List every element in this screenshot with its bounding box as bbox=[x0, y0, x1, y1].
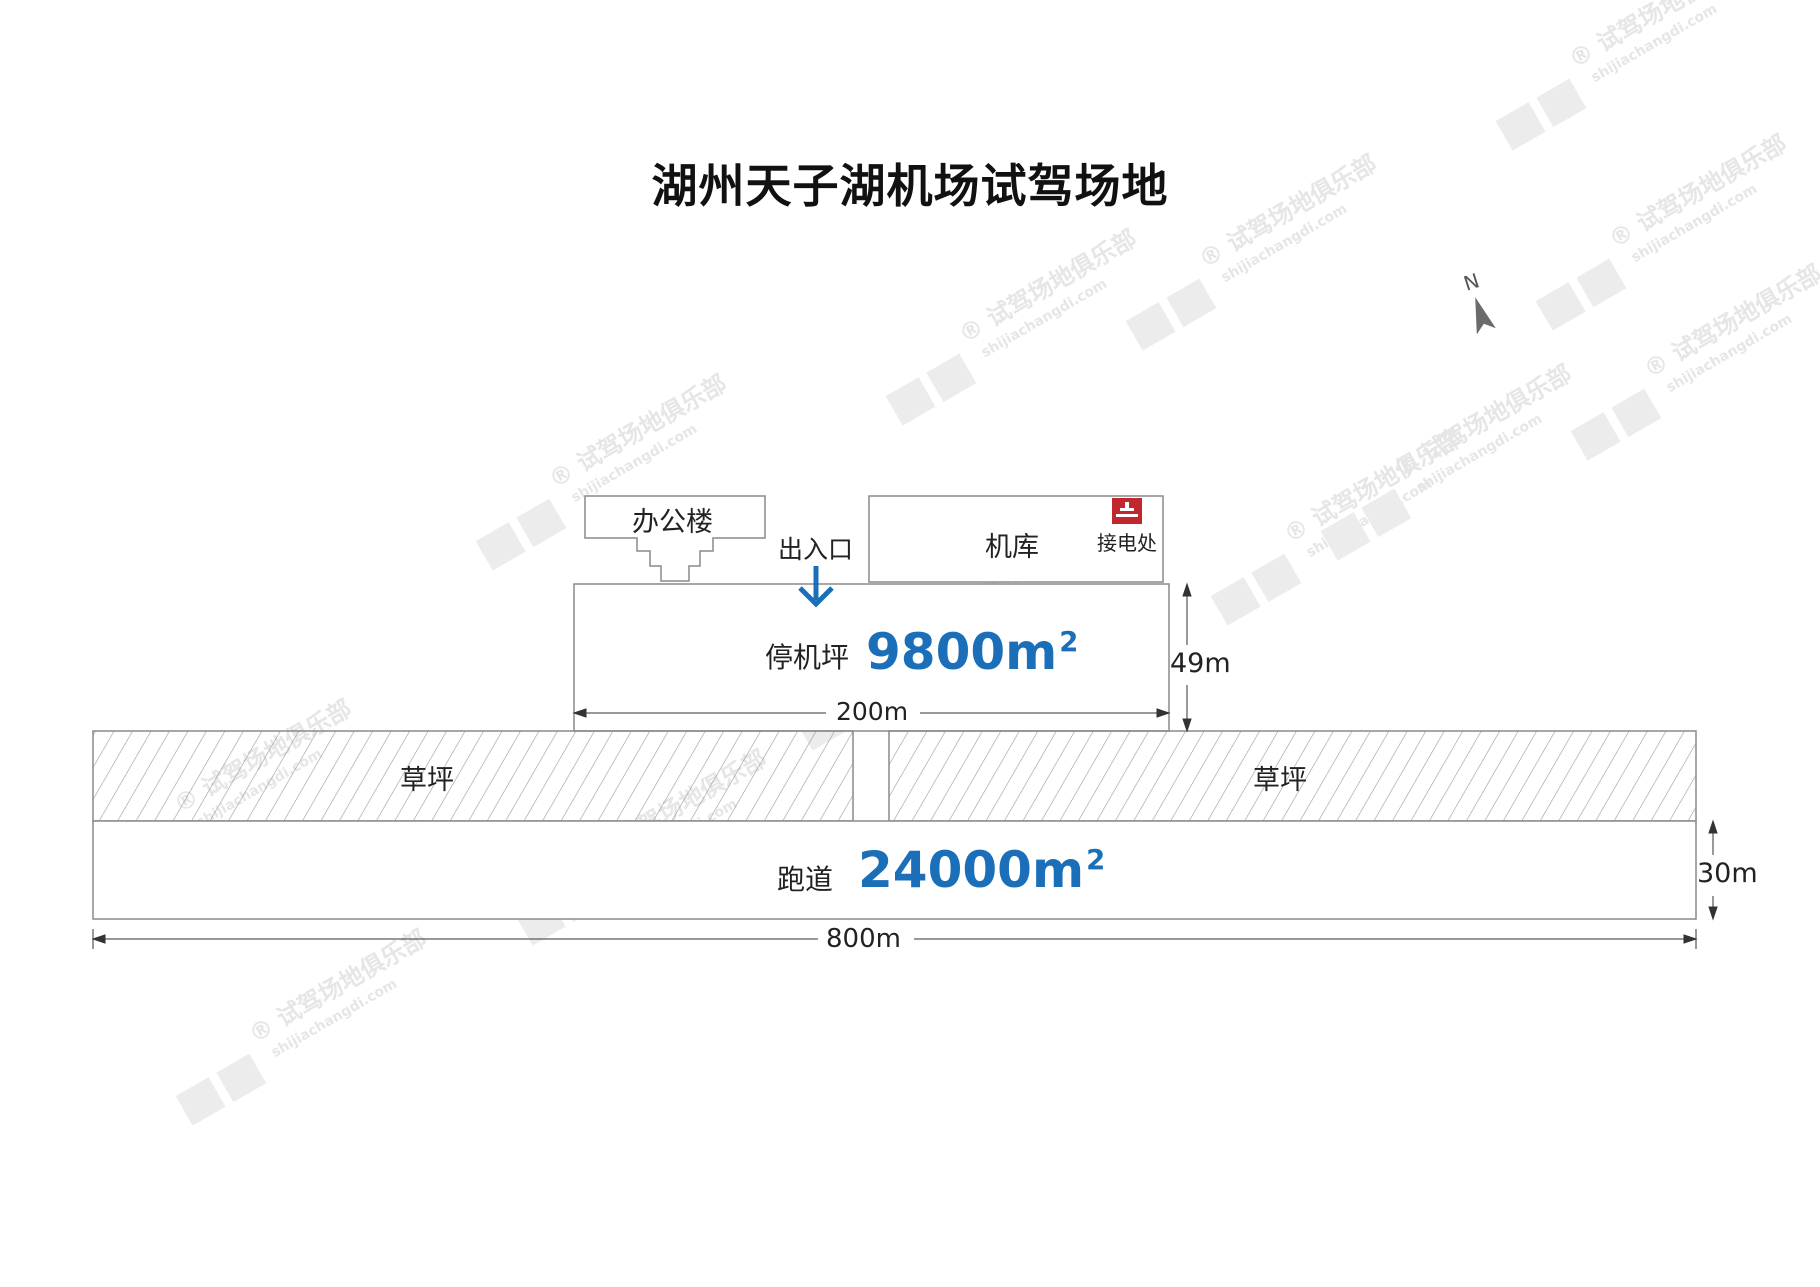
runway-shape bbox=[92, 820, 1697, 920]
apron-area: 9800m2 bbox=[866, 623, 1078, 681]
hangar-label: 机库 bbox=[985, 532, 1039, 563]
dimension-apron-height-label: 49m bbox=[1170, 648, 1231, 679]
charging-label: 接电处 bbox=[1097, 531, 1157, 555]
apron-area-unit: m bbox=[1005, 623, 1058, 681]
entrance-arrow-icon bbox=[798, 566, 834, 608]
runway-area: 24000m2 bbox=[858, 841, 1105, 899]
runway-area-sup: 2 bbox=[1086, 844, 1106, 877]
runway-label: 跑道 bbox=[777, 863, 834, 896]
office-building-shape bbox=[584, 495, 766, 582]
dimension-runway-length-label: 800m bbox=[826, 924, 901, 954]
dimension-apron-height bbox=[1182, 582, 1192, 733]
dimension-apron-width bbox=[572, 708, 1171, 718]
lawn-left-shape bbox=[92, 730, 854, 822]
office-label: 办公楼 bbox=[632, 507, 713, 538]
page-title: 湖州天子湖机场试驾场地 bbox=[651, 159, 1169, 213]
runway-area-unit: m bbox=[1031, 841, 1085, 899]
dimension-apron-width-label: 200m bbox=[836, 697, 909, 726]
apron-label: 停机坪 bbox=[765, 641, 850, 674]
dimension-runway-height-label: 30m bbox=[1697, 858, 1758, 889]
lawn-right-label: 草坪 bbox=[1253, 765, 1307, 796]
lawn-left-label: 草坪 bbox=[400, 765, 454, 796]
dimension-runway-length bbox=[91, 929, 1698, 949]
runway-area-value: 24000 bbox=[858, 841, 1032, 899]
apron-area-value: 9800 bbox=[866, 623, 1006, 681]
charging-station-icon bbox=[1112, 498, 1142, 524]
north-arrow-icon bbox=[1475, 297, 1496, 335]
apron-area-sup: 2 bbox=[1059, 626, 1079, 659]
dimension-runway-height bbox=[1708, 819, 1718, 921]
entrance-label: 出入口 bbox=[778, 535, 854, 564]
apron-shape bbox=[573, 583, 1170, 732]
